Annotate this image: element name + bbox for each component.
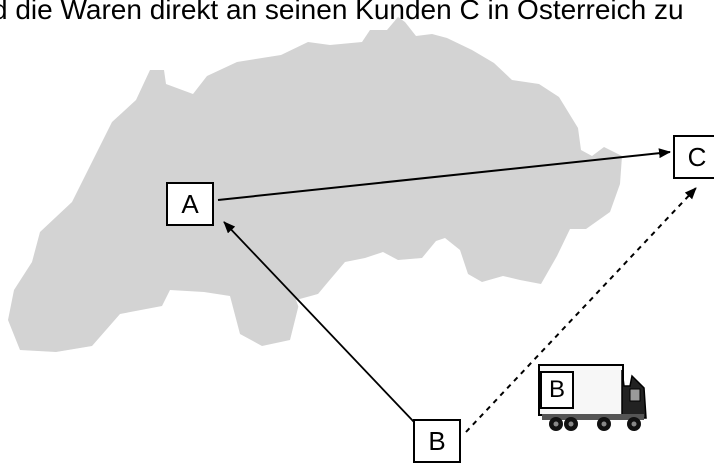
node-a-label: A: [181, 188, 199, 219]
arrow-b-to-a: [223, 221, 415, 423]
truck-label: B: [540, 371, 574, 409]
arrow-a-to-c: [217, 148, 671, 201]
region-notch: [296, 294, 352, 384]
node-a: A: [166, 182, 214, 226]
truck-icon: B: [538, 362, 652, 438]
node-b: B: [413, 419, 461, 463]
truck-label-text: B: [548, 376, 565, 403]
node-c-label: C: [687, 141, 707, 172]
node-b-label: B: [428, 425, 446, 456]
node-c: C: [673, 135, 714, 179]
switzerland-map-shape: [8, 17, 622, 352]
caption-text: d die Waren direkt an seinen Kunden C in…: [0, 0, 684, 25]
